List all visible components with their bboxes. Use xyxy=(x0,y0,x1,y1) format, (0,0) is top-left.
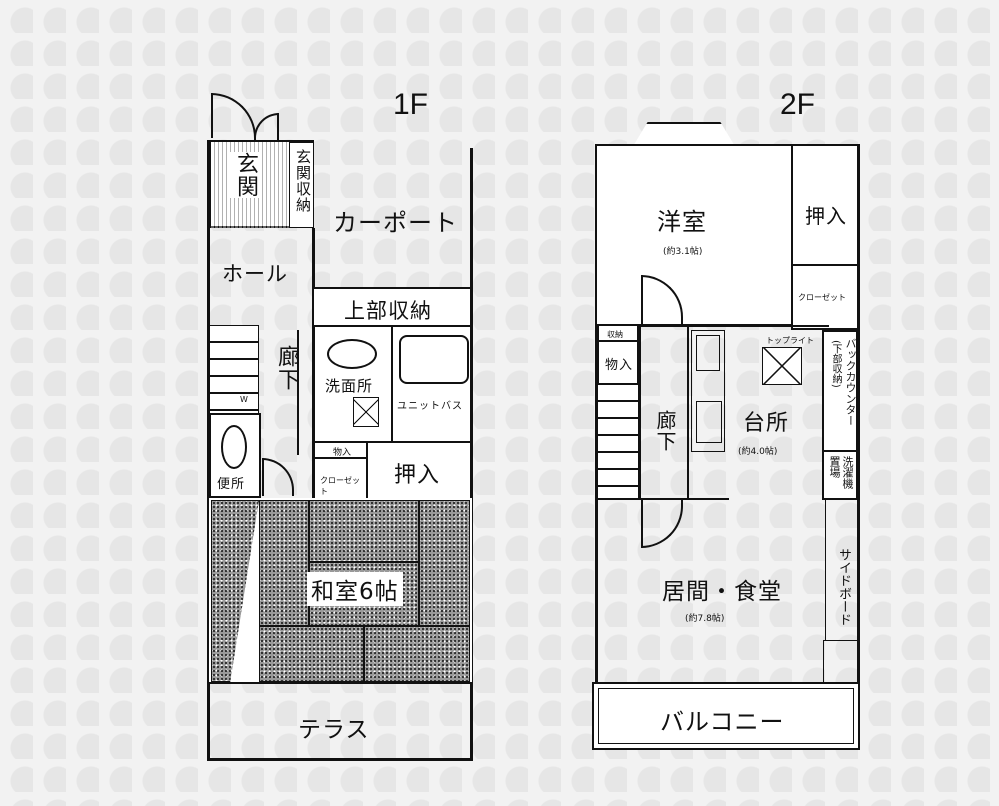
unit-bath: ユニットバス xyxy=(391,325,472,443)
sideboard: サイドボード xyxy=(825,500,858,640)
wall xyxy=(597,498,729,500)
wall xyxy=(595,144,598,749)
skylight-icon xyxy=(762,347,802,385)
washer-mark: W xyxy=(240,395,248,404)
wall xyxy=(595,144,860,147)
skylight-label: トップライト xyxy=(766,336,814,345)
entrance-door xyxy=(211,93,256,138)
entrance-label: 玄関 xyxy=(229,152,261,198)
wall xyxy=(207,758,473,761)
japanese-room: 和室6帖 xyxy=(209,498,472,684)
toilet: 便所 xyxy=(209,413,261,498)
tatami-mat xyxy=(259,500,309,626)
tatami-mat xyxy=(211,500,259,682)
entrance-storage: 玄関収納 xyxy=(289,142,314,228)
japanese-room-label: 和室6帖 xyxy=(307,572,403,606)
sideboard-end xyxy=(823,640,858,684)
closet: クローゼット xyxy=(313,457,368,500)
stove-icon xyxy=(696,335,720,371)
stairs-2f xyxy=(597,384,639,500)
entrance-area: 玄関 玄関収納 xyxy=(209,140,314,228)
floor-label-1f: 1F xyxy=(393,88,429,121)
oshiire-2f: 押入 xyxy=(791,146,859,266)
sink-icon xyxy=(696,401,722,443)
corridor-2f-label: 廊下 xyxy=(653,410,677,452)
tatami-mat xyxy=(309,500,419,562)
storage-2f: 物入 xyxy=(597,340,639,385)
back-counter: バックカウンター (下部収納) xyxy=(822,330,858,452)
wall xyxy=(297,330,299,455)
terrace-label: テラス xyxy=(298,717,370,743)
kitchen-label: 台所 xyxy=(743,411,790,436)
toilet-bowl-icon xyxy=(221,425,247,469)
floor-label-2f: 2F xyxy=(780,88,816,121)
hall-label: ホール xyxy=(222,262,288,286)
wall xyxy=(639,325,829,327)
living-dining-size: (約7.8帖) xyxy=(685,614,725,624)
bathtub-icon xyxy=(399,335,469,384)
kitchen-size: (約4.0帖) xyxy=(738,447,778,457)
western-room: 洋室 (約3.1帖) xyxy=(597,146,793,326)
living-dining-label: 居間・食堂 xyxy=(662,579,782,605)
kitchen-counter xyxy=(691,330,725,452)
wall xyxy=(639,325,641,500)
oshiire-1f: 押入 xyxy=(366,441,472,500)
wall xyxy=(687,325,689,500)
toilet-door xyxy=(262,458,294,496)
carport-label: カーポート xyxy=(333,209,458,237)
balcony-rail xyxy=(598,688,854,744)
balcony: バルコニー xyxy=(592,682,860,750)
wall xyxy=(857,144,860,749)
tatami-mat xyxy=(419,500,470,626)
entrance-door xyxy=(254,113,279,140)
sink-icon xyxy=(327,339,377,369)
closet-2f: クローゼット xyxy=(791,264,859,330)
upper-storage: 上部収納 xyxy=(314,287,472,327)
stairs xyxy=(209,325,259,415)
tatami-mat xyxy=(259,626,364,682)
tatami-mat xyxy=(364,626,470,682)
wall xyxy=(207,140,210,760)
washroom: 洗面所 xyxy=(313,325,393,443)
washer-icon xyxy=(353,397,379,427)
corridor-label: 廊下 xyxy=(274,345,299,391)
living-room-door xyxy=(641,500,683,548)
washer-space: 洗濯機置場 xyxy=(822,450,858,500)
